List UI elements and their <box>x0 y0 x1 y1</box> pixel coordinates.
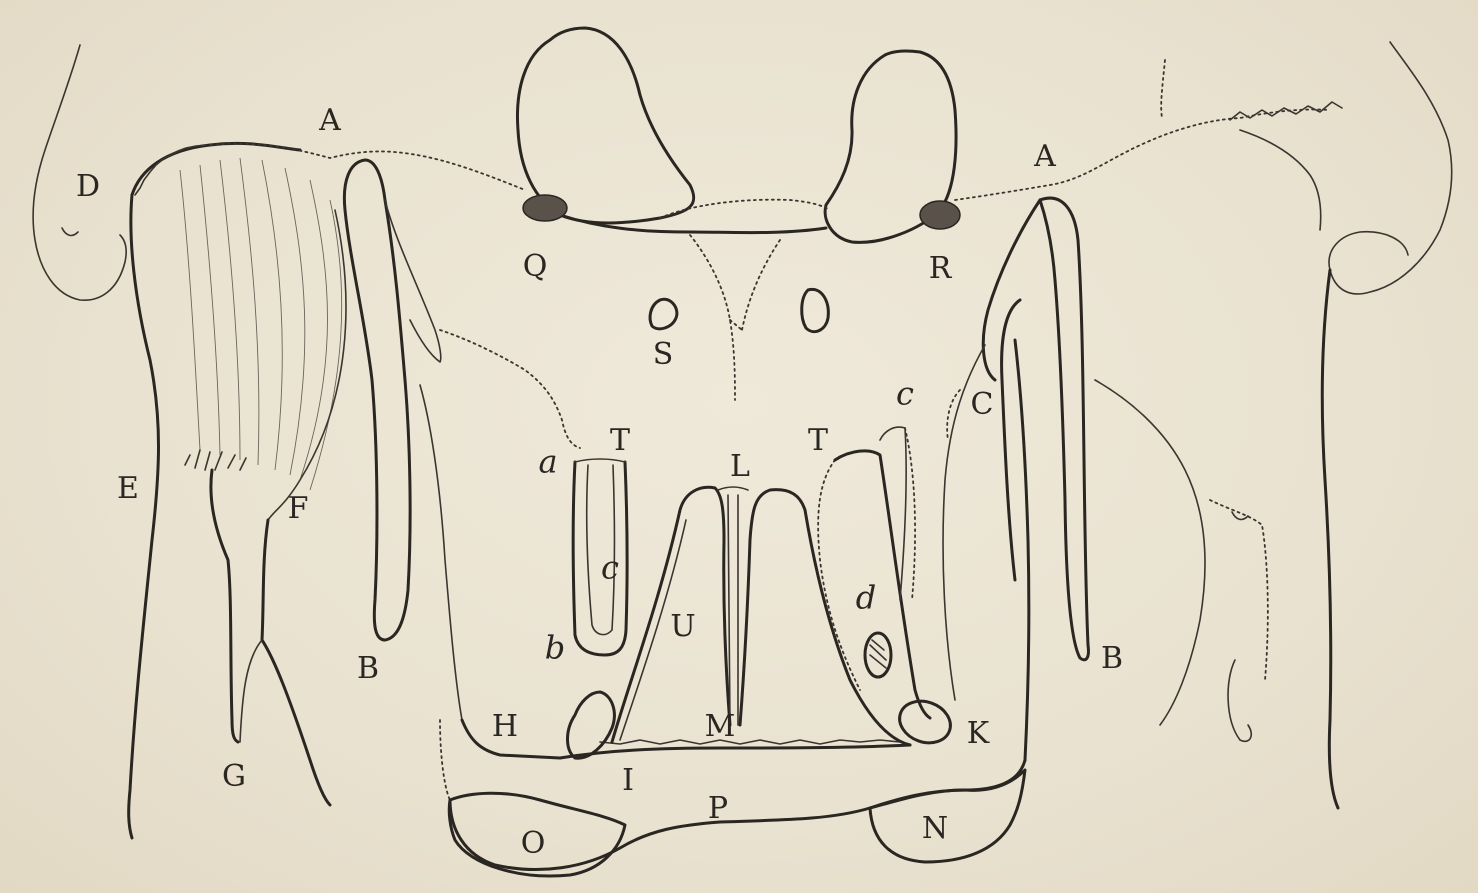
label-c-small-left: c <box>601 549 619 587</box>
left-ear-curl <box>62 228 78 235</box>
opening-s-left <box>650 299 677 329</box>
right-bone-outer <box>1040 198 1088 660</box>
label-t-left: T <box>610 423 630 458</box>
base-line-wavy <box>600 740 900 744</box>
muscle-fibers <box>180 158 342 490</box>
tube-left-top <box>575 459 625 462</box>
right-bone-process <box>983 200 1040 380</box>
central-funnel-dotted <box>690 235 780 400</box>
left-neck-side <box>129 195 159 838</box>
label-t-right: T <box>808 423 828 458</box>
label-a-right: A <box>1033 139 1056 174</box>
body-right-side <box>1015 340 1029 760</box>
d-oval <box>865 633 891 677</box>
label-e: E <box>117 471 139 506</box>
label-l: L <box>730 449 750 484</box>
label-i: I <box>622 763 634 798</box>
central-l-stem <box>728 495 738 725</box>
muscle-tendon-fray <box>185 450 246 470</box>
label-g: G <box>222 759 246 794</box>
right-neck-side <box>1322 270 1338 808</box>
label-q: Q <box>523 249 548 284</box>
label-k: K <box>967 716 990 751</box>
opening-s-right <box>802 289 829 331</box>
tendon-split <box>240 640 262 742</box>
right-c-line <box>880 427 906 600</box>
body-left-upper-dotted <box>440 330 580 448</box>
body-left-side <box>420 385 462 720</box>
label-b-left: B <box>357 651 379 686</box>
muscle-fan-right-edge <box>268 210 346 520</box>
left-upper-lobe <box>517 28 693 223</box>
label-d-small: d <box>856 579 876 617</box>
label-s: S <box>653 337 674 372</box>
tendon-left-edge <box>211 470 238 742</box>
left-bone-outer <box>344 160 410 640</box>
right-funnel <box>740 490 910 745</box>
right-vertical-dotted <box>1161 60 1165 118</box>
label-h: H <box>492 709 518 744</box>
label-d: D <box>76 169 100 204</box>
label-u: U <box>670 609 695 644</box>
label-o: O <box>521 826 546 861</box>
hatched-patch-r <box>920 201 960 229</box>
hatched-patch-q <box>523 195 567 221</box>
d-oval-hatch <box>870 640 886 668</box>
tube-right-dotted <box>818 460 860 690</box>
central-l-cap <box>718 487 748 490</box>
right-shoulder-line <box>1240 130 1321 230</box>
left-bone-process <box>385 200 441 362</box>
right-hook <box>1228 660 1251 741</box>
right-bone-inner <box>1002 300 1020 580</box>
base-line-m <box>560 745 910 758</box>
label-a-left: A <box>318 103 341 138</box>
right-c-dotted-curve <box>947 390 960 440</box>
label-p: P <box>708 791 728 826</box>
upper-bridge <box>560 215 826 233</box>
h-structure <box>568 692 615 758</box>
right-top-dotted <box>955 109 1330 200</box>
label-a-small: a <box>538 443 557 481</box>
label-n: N <box>922 811 948 846</box>
label-c-small-right: c <box>896 375 914 413</box>
tendon-right-edge <box>262 520 330 805</box>
label-m: M <box>705 709 736 744</box>
right-mid-dotted <box>1210 500 1268 680</box>
label-b-small: b <box>545 629 565 667</box>
body-left-bottom-dotted <box>440 720 450 800</box>
right-outer-contour <box>1330 42 1452 294</box>
label-r: R <box>929 251 953 286</box>
left-neck-outer <box>132 143 300 195</box>
top-dotted-contour <box>210 144 525 190</box>
label-b-right: B <box>1101 641 1123 676</box>
label-c: C <box>971 387 994 422</box>
right-ear-loop <box>1329 232 1408 270</box>
label-f: F <box>288 491 309 526</box>
